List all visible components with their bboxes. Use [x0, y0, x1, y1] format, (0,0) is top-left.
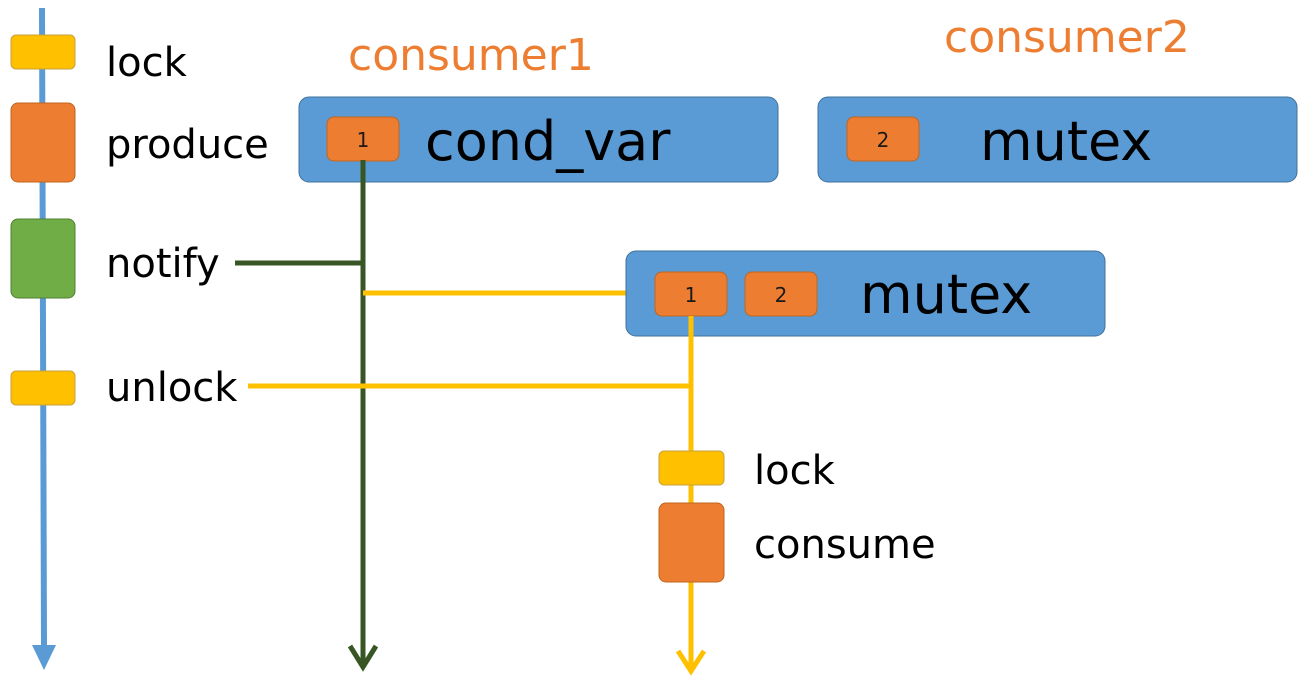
produce-block	[10, 102, 76, 183]
mutex-mid-badge-2-text: 2	[775, 283, 788, 307]
consumer1-title: consumer1	[348, 30, 594, 81]
mutex-mid-box	[625, 250, 1106, 337]
mutex-top-label: mutex	[980, 110, 1152, 173]
cond-var-box	[298, 96, 779, 183]
produce-label: produce	[106, 122, 269, 168]
consumer2-title: consumer2	[944, 12, 1190, 63]
mutex-mid-label: mutex	[860, 263, 1032, 326]
consumer-lock-label: lock	[754, 448, 836, 494]
notify-block	[10, 218, 76, 299]
notify-label: notify	[106, 241, 220, 287]
producer-timeline-arrowhead	[32, 645, 56, 670]
mutex-mid-badge-2	[744, 271, 818, 317]
lock-label: lock	[106, 40, 188, 86]
cond-var-badge-1-text: 1	[357, 128, 370, 152]
consumer1-timeline-arrowhead	[347, 644, 379, 672]
consumer-yellow-timeline-arrowhead	[675, 649, 707, 676]
consume-block	[658, 502, 725, 583]
cond-var-label: cond_var	[425, 110, 671, 173]
mutex-mid-badge-1-text: 1	[685, 283, 698, 307]
unlock-block	[10, 370, 76, 406]
unlock-label: unlock	[106, 365, 238, 411]
mutex-top-badge-2	[846, 116, 920, 162]
consumer-lock-block	[658, 450, 725, 486]
mutex-top-box	[817, 96, 1298, 183]
mutex-top-badge-2-text: 2	[877, 128, 890, 152]
consume-label: consume	[754, 522, 936, 568]
lock-block	[10, 34, 76, 70]
